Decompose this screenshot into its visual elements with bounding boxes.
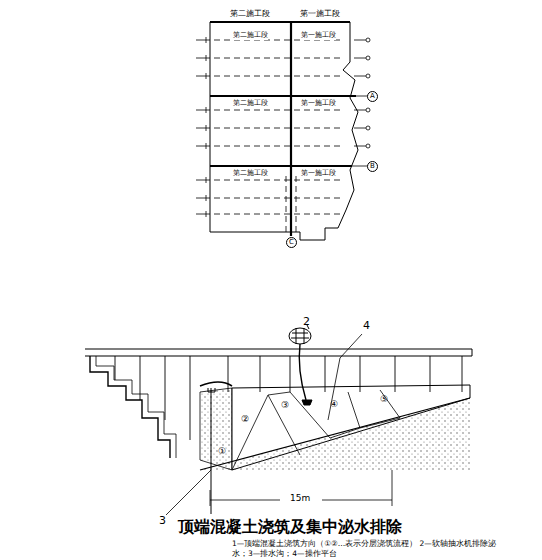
section-label: 第一施工段 (301, 170, 336, 178)
drain-channel (208, 388, 215, 514)
axis-id: B (370, 163, 375, 170)
caption-note: 1—顶端混凝土浇筑方向（①②…表示分层浇筑流程） 2—软轴抽水机排除泌水；3—排… (232, 539, 502, 559)
pipe-rows (196, 37, 370, 236)
layer-number: ③ (281, 401, 289, 411)
section-label: 第一施工段 (301, 32, 336, 40)
drain-pipe (200, 382, 232, 386)
dimension-line (210, 470, 392, 506)
section-label: 第二施工段 (233, 170, 268, 178)
support-posts (115, 356, 462, 440)
axis-id: C (289, 239, 294, 246)
callout-number: 3 (159, 515, 166, 527)
layer-number: ① (218, 447, 226, 457)
section-label: 第一施工段 (300, 10, 340, 19)
dimension-text: 15m (290, 494, 310, 504)
layer-number: ② (241, 415, 249, 425)
axis-marker: A (367, 91, 378, 102)
section-label: 第二施工段 (233, 32, 268, 40)
plan-outline (210, 22, 358, 240)
section-label: 第二施工段 (230, 10, 270, 19)
layer-number: ④ (330, 400, 338, 410)
axis-id: A (370, 93, 375, 100)
section-label: 第一施工段 (301, 100, 336, 108)
axis-marker: B (367, 161, 378, 172)
callout-number: 4 (363, 320, 370, 332)
drawing-title: 顶端混凝土浇筑及集中泌水排除 (178, 518, 402, 536)
suction-pump (289, 325, 312, 405)
section-drawing (85, 349, 472, 470)
axis-marker: C (286, 237, 297, 248)
layer-number: ⑤ (380, 395, 388, 405)
callout-number: 2 (303, 316, 310, 328)
section-label: 第二施工段 (233, 100, 268, 108)
leader-line (328, 334, 362, 420)
leader-line (166, 470, 211, 515)
